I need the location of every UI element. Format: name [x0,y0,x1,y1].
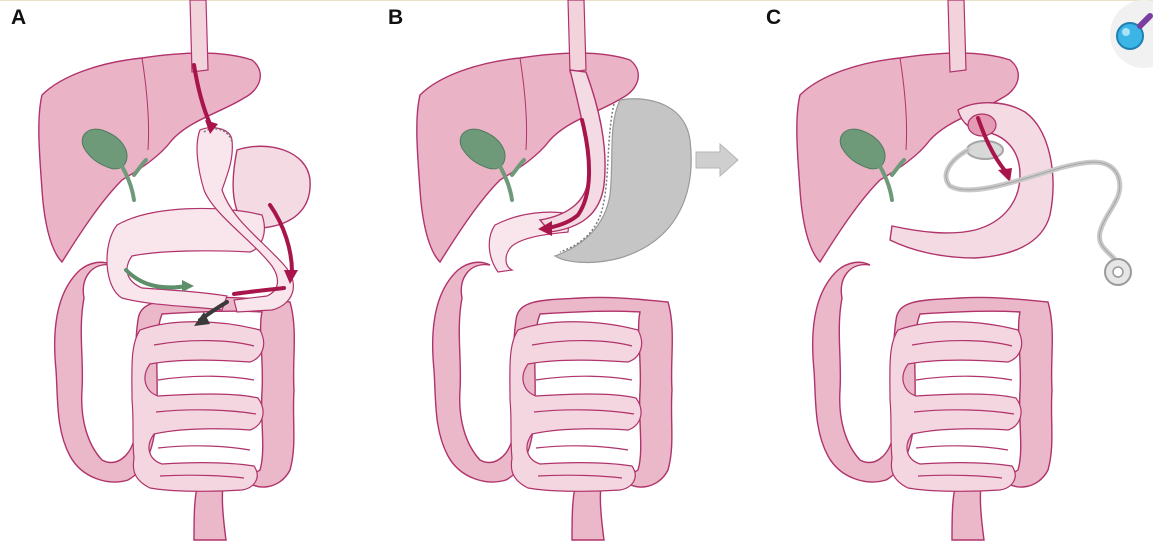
magnifier-logo-icon[interactable] [1110,0,1153,68]
panel-b-figure [417,0,738,540]
removed-stomach-portion [555,99,691,263]
right-arrow-icon [696,144,738,176]
bile-arrow-head [182,280,194,292]
gastric-band [967,141,1003,159]
food-arrow-head-c [998,168,1012,182]
panel-c-figure [797,0,1131,540]
panel-a-figure [39,0,310,540]
